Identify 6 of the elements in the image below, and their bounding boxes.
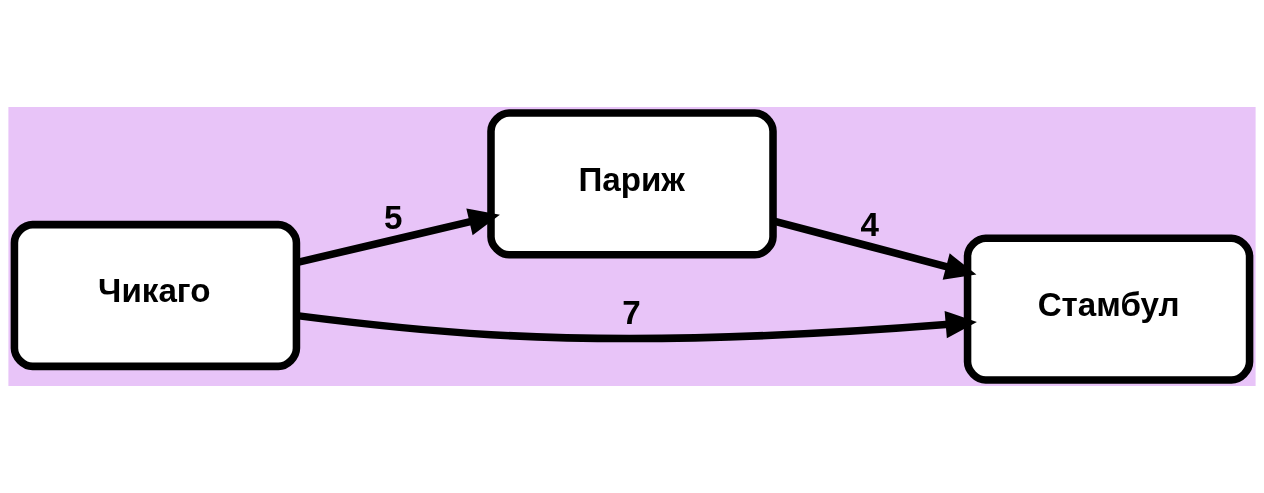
node-box: Чикаго — [10, 220, 301, 371]
edge-label: 5 — [383, 198, 403, 236]
edge-label: 7 — [622, 293, 641, 331]
edge-label: 4 — [860, 206, 879, 244]
node-box: Стамбул — [963, 234, 1254, 384]
node-box: Париж — [487, 109, 777, 259]
